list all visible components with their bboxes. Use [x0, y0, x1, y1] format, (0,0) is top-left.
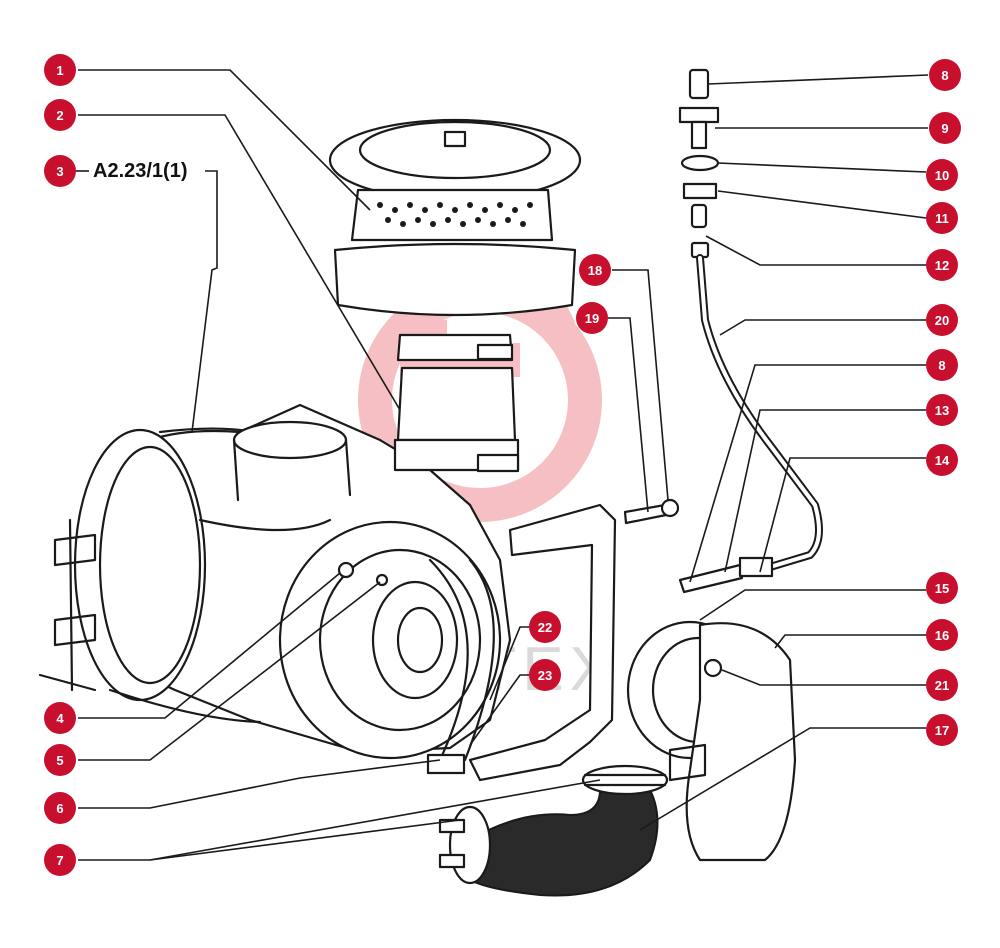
- air-filter-housing: [38, 403, 512, 760]
- reference-label: A2.23/1(1): [93, 160, 188, 182]
- svg-text:8: 8: [941, 68, 948, 83]
- vacuum-line-assembly: [678, 68, 823, 594]
- svg-text:7: 7: [56, 853, 63, 868]
- callout-17[interactable]: 17: [926, 714, 958, 746]
- callout-18[interactable]: 18: [579, 254, 611, 286]
- callout-14[interactable]: 14: [926, 444, 958, 476]
- perforated-band: [377, 202, 533, 227]
- svg-text:9: 9: [941, 121, 948, 136]
- svg-text:23: 23: [538, 668, 552, 683]
- callout-3[interactable]: 3: [44, 155, 76, 187]
- callout-21[interactable]: 21: [926, 669, 958, 701]
- callout-10[interactable]: 10: [926, 159, 958, 191]
- svg-text:3: 3: [56, 164, 63, 179]
- callout-6[interactable]: 6: [44, 792, 76, 824]
- svg-text:20: 20: [935, 313, 949, 328]
- svg-text:15: 15: [935, 581, 949, 596]
- svg-text:21: 21: [935, 678, 949, 693]
- svg-text:22: 22: [538, 620, 552, 635]
- callout-2[interactable]: 2: [44, 99, 76, 131]
- svg-text:19: 19: [585, 311, 599, 326]
- svg-text:4: 4: [56, 711, 64, 726]
- leader-lines: [78, 69, 929, 861]
- callout-12[interactable]: 12: [926, 249, 958, 281]
- svg-text:13: 13: [935, 403, 949, 418]
- callout-8-middle[interactable]: 8: [926, 349, 958, 381]
- callout-5[interactable]: 5: [44, 744, 76, 776]
- callout-11[interactable]: 11: [926, 202, 958, 234]
- svg-text:12: 12: [935, 258, 949, 273]
- callout-19[interactable]: 19: [576, 302, 608, 334]
- rubber-hose: [438, 764, 669, 897]
- callout-7[interactable]: 7: [44, 844, 76, 876]
- svg-text:6: 6: [56, 801, 63, 816]
- mounting-bracket: [426, 498, 680, 782]
- svg-text:2: 2: [56, 108, 63, 123]
- callout-4[interactable]: 4: [44, 702, 76, 734]
- callout-1[interactable]: 1: [44, 54, 76, 86]
- svg-text:1: 1: [56, 63, 63, 78]
- filter-element: [328, 118, 582, 473]
- callout-9[interactable]: 9: [929, 112, 961, 144]
- svg-text:11: 11: [935, 211, 949, 226]
- svg-text:14: 14: [935, 453, 950, 468]
- callout-8-top[interactable]: 8: [929, 59, 961, 91]
- svg-text:17: 17: [935, 723, 949, 738]
- svg-text:5: 5: [56, 753, 63, 768]
- svg-text:8: 8: [938, 358, 945, 373]
- svg-text:18: 18: [588, 263, 602, 278]
- callout-16[interactable]: 16: [926, 619, 958, 651]
- callout-13[interactable]: 13: [926, 394, 958, 426]
- callout-22[interactable]: 22: [529, 611, 561, 643]
- callout-15[interactable]: 15: [926, 572, 958, 604]
- callout-20[interactable]: 20: [926, 304, 958, 336]
- callout-23[interactable]: 23: [529, 659, 561, 691]
- svg-text:16: 16: [935, 628, 949, 643]
- outlet-elbow: [626, 620, 797, 862]
- callouts: 1 2 3 4 5 6 7 8 9 10 11 12 20 8 13 14 15…: [44, 54, 961, 876]
- svg-text:10: 10: [935, 168, 949, 183]
